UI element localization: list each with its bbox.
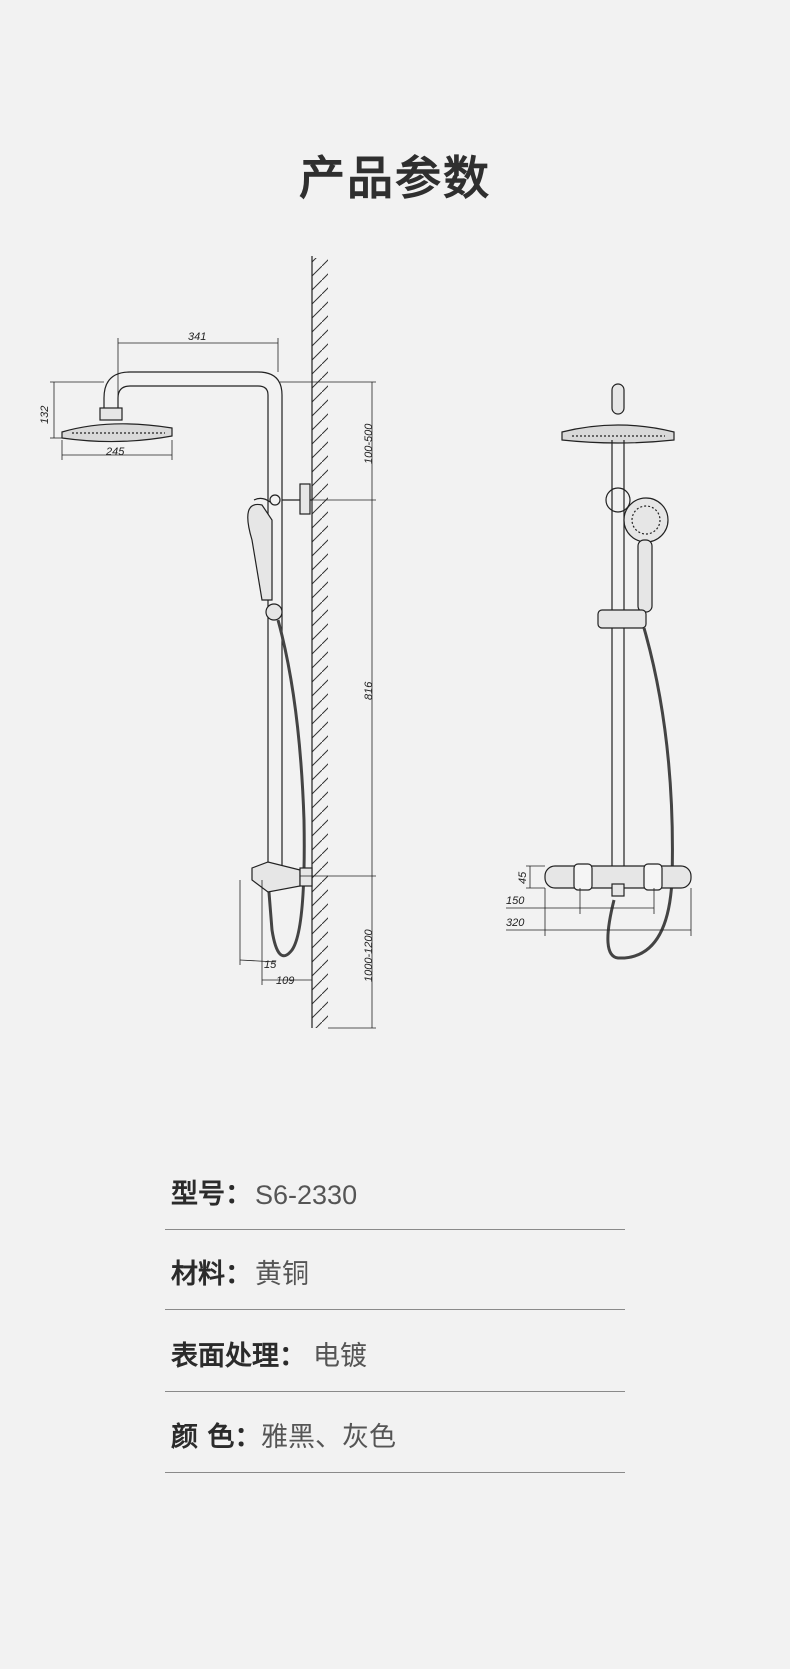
spec-label: 颜 色： bbox=[171, 1422, 262, 1453]
side-view bbox=[50, 256, 376, 1029]
dim-rail-height: 816 bbox=[363, 681, 375, 700]
hose-side bbox=[266, 619, 306, 958]
spec-row-color: 颜 色： 雅黑、灰色 bbox=[165, 1392, 625, 1473]
spec-label: 材料： bbox=[171, 1259, 252, 1290]
page-title: 产品参数 bbox=[299, 151, 491, 205]
dim-valve-depth: 109 bbox=[276, 975, 294, 987]
spec-row-finish: 表面处理： 电镀 bbox=[165, 1311, 625, 1392]
front-dimensions: 45 150 320 bbox=[506, 871, 529, 929]
handheld-side bbox=[247, 503, 273, 601]
handheld-front bbox=[623, 497, 669, 543]
dim-valve-width: 320 bbox=[506, 917, 525, 929]
spec-label: 型号： bbox=[171, 1179, 252, 1210]
dim-install-height: 1000-1200 bbox=[363, 929, 375, 982]
technical-drawing: 341 132 245 100-500 816 1000-1200 15 109 bbox=[39, 256, 692, 1029]
hose-front bbox=[606, 627, 674, 960]
dim-valve-height: 45 bbox=[517, 871, 529, 884]
dim-arm-length: 341 bbox=[188, 331, 206, 343]
spec-value: S6-2330 bbox=[255, 1180, 358, 1210]
spec-value: 黄铜 bbox=[255, 1259, 309, 1289]
spec-row-material: 材料： 黄铜 bbox=[165, 1229, 625, 1310]
dim-top-bracket-range: 100-500 bbox=[363, 423, 375, 464]
spec-row-model: 型号： S6-2330 bbox=[165, 1149, 625, 1230]
shower-head-front bbox=[561, 424, 675, 444]
spec-value: 雅黑、灰色 bbox=[261, 1422, 396, 1452]
spec-value: 电镀 bbox=[313, 1341, 367, 1371]
front-view bbox=[506, 383, 692, 960]
dim-head-diameter: 245 bbox=[105, 446, 125, 458]
dim-outlet-spacing: 150 bbox=[506, 895, 525, 907]
dim-angle: 15 bbox=[264, 959, 277, 971]
wall-hatch bbox=[312, 258, 328, 1028]
spec-label: 表面处理： bbox=[171, 1341, 306, 1372]
mixer-valve-side bbox=[251, 861, 301, 893]
dim-head-height: 132 bbox=[39, 406, 51, 424]
side-dimensions: 341 132 245 100-500 816 1000-1200 15 109 bbox=[39, 331, 375, 987]
